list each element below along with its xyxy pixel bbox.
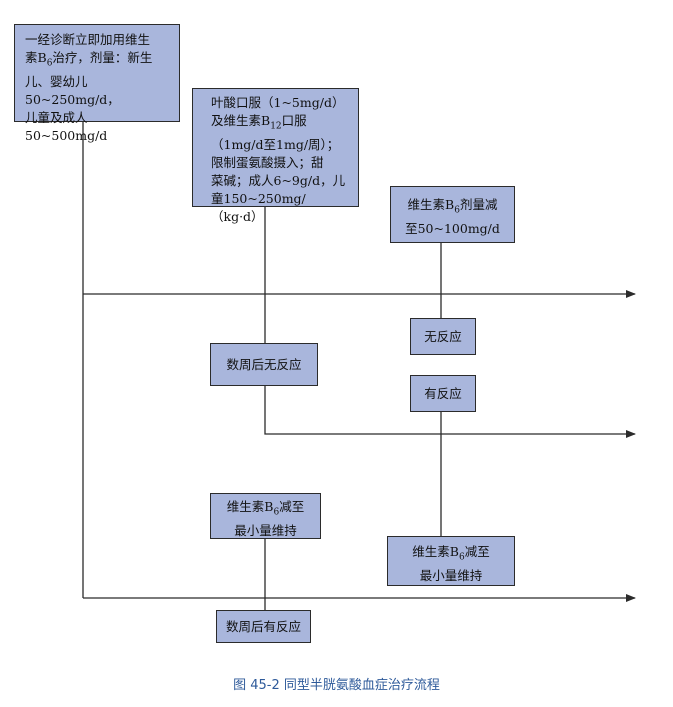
initial-treatment-box: 一经诊断立即加用维生 素B6治疗，剂量：新生 儿、婴幼儿50~250mg/d， … <box>14 24 180 143</box>
figure-caption: 图 45-2 同型半胱氨酸血症治疗流程 <box>233 678 440 693</box>
weeks-no-response-label: 数周后无反应 <box>226 357 302 372</box>
folate-line-4: 限制蛋氨酸摄入；甜 <box>211 154 324 170</box>
folate-treatment-box: 叶酸口服（1~5mg/d） 及维生素B12口服 （1mg/d至1mg/周）； 限… <box>192 88 359 224</box>
weeks-has-response-box: 数周后有反应 <box>216 610 311 643</box>
b6-min-left-line-2: 最小量维持 <box>234 522 297 538</box>
b6-min-right-line-2: 最小量维持 <box>419 567 483 583</box>
folate-line-5: 菜碱；成人6~9g/d，儿 <box>211 172 346 188</box>
b6-min-right-line-1: 维生素B6减至 <box>412 544 490 563</box>
no-response-box: 无反应 <box>410 318 476 355</box>
no-response-label: 无反应 <box>424 329 462 344</box>
weeks-has-response-label: 数周后有反应 <box>225 619 301 634</box>
has-response-label: 有反应 <box>424 386 462 401</box>
folate-line-6: 童150~250mg/（kg·d） <box>211 190 306 224</box>
initial-line-2: 素B6治疗，剂量：新生 <box>25 50 153 69</box>
weeks-no-response-connector <box>264 386 636 438</box>
b6-min-left-line-1: 维生素B6减至 <box>226 499 305 518</box>
has-response-box: 有反应 <box>410 375 476 412</box>
folate-line-3: （1mg/d至1mg/周）； <box>211 136 340 152</box>
initial-line-4: 儿童及成人 50~500mg/d <box>25 109 108 143</box>
folate-line-1: 叶酸口服（1~5mg/d） <box>211 95 345 110</box>
b6-reduce-box: 维生素B6剂量减 至50~100mg/d <box>390 186 515 243</box>
initial-line-1: 一经诊断立即加用维生 <box>25 32 151 47</box>
folate-line-2: 及维生素B12口服 <box>211 113 307 132</box>
b6-reduce-line-2: 至50~100mg/d <box>405 220 500 236</box>
weeks-no-response-box: 数周后无反应 <box>210 343 318 386</box>
b6-min-right-box: 维生素B6减至 最小量维持 <box>387 536 515 586</box>
b6-reduce-line-1: 维生素B6剂量减 <box>407 197 498 216</box>
b6-min-left-box: 维生素B6减至 最小量维持 <box>210 493 321 539</box>
initial-line-3: 儿、婴幼儿50~250mg/d， <box>25 73 120 107</box>
